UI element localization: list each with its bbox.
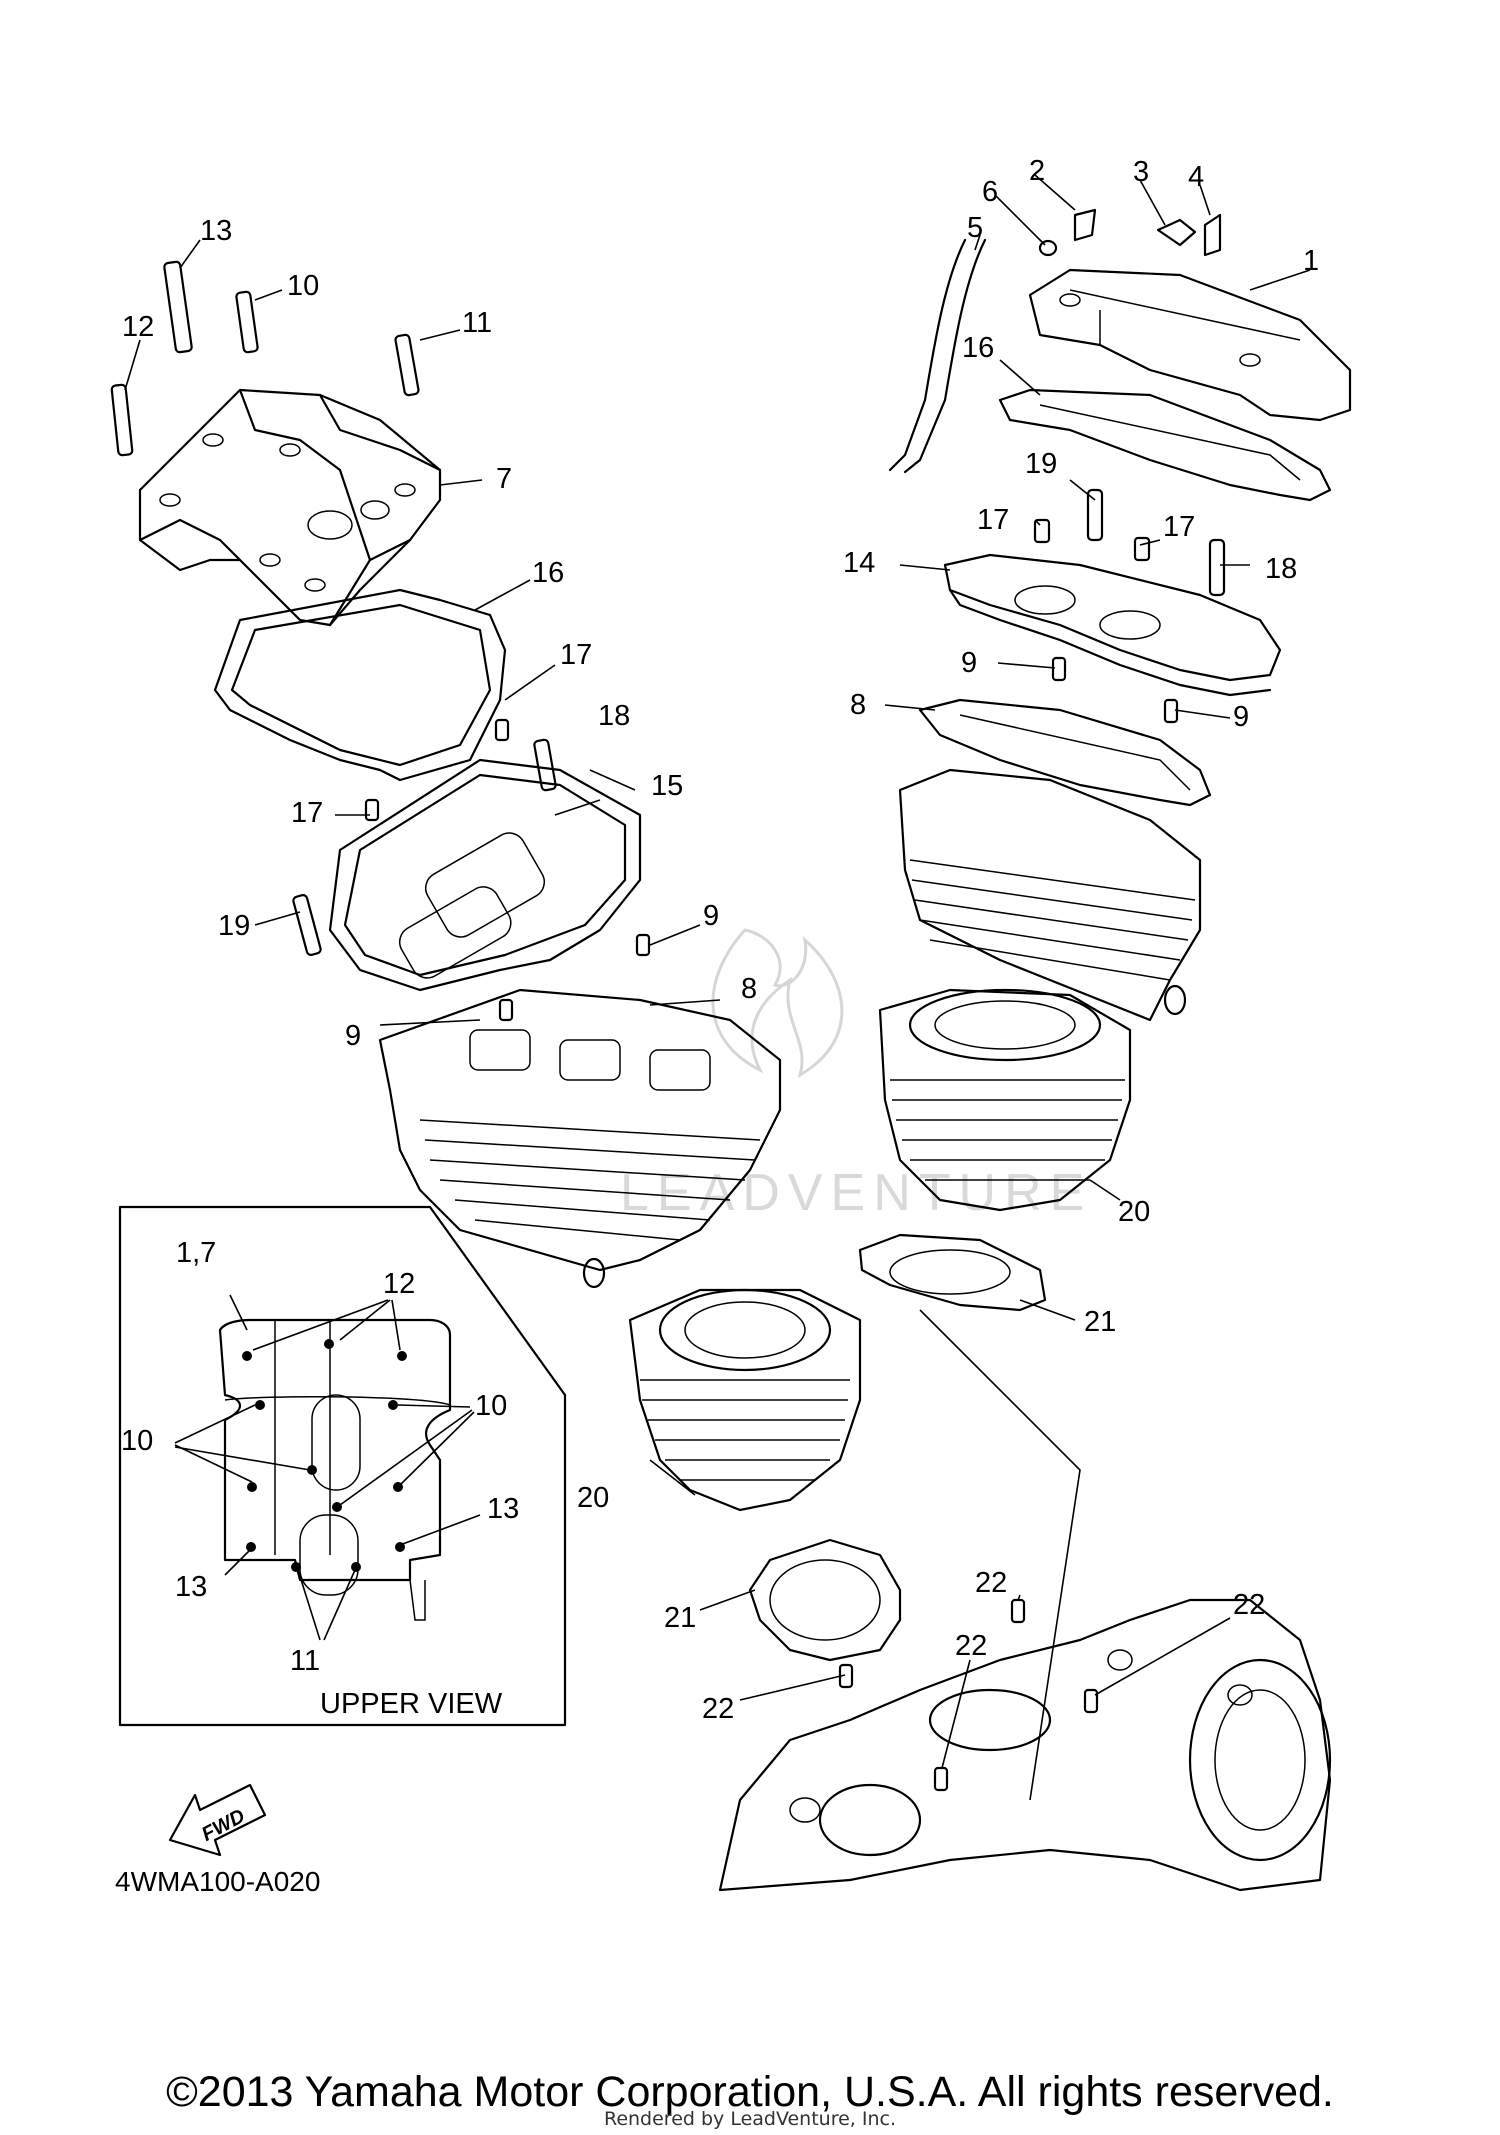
callout-19-left: 19: [218, 910, 250, 942]
inset-callout-11: 11: [290, 1645, 320, 1677]
right-cylinder: [878, 988, 1132, 1212]
callout-17-right-right: 17: [1163, 511, 1195, 543]
callout-22-left: 22: [702, 1693, 734, 1725]
callout-11: 11: [462, 307, 492, 339]
callout-21-right: 21: [1084, 1306, 1116, 1338]
callout-17-left-upper: 17: [560, 639, 592, 671]
callout-15: 15: [651, 770, 683, 802]
callout-13: 13: [200, 215, 232, 247]
callout-4: 4: [1188, 161, 1204, 193]
callout-16-left: 16: [532, 557, 564, 589]
callout-17-right-left: 17: [977, 504, 1009, 536]
callout-8-left: 8: [741, 973, 757, 1005]
callout-16-right: 16: [962, 332, 994, 364]
fwd-arrow-icon: FWD: [168, 1783, 267, 1857]
callout-22-middle: 22: [955, 1630, 987, 1662]
inset-callout-12: 12: [383, 1268, 415, 1300]
right-head-gasket-upper: [918, 698, 1212, 807]
callout-9-right-lower: 9: [1233, 701, 1249, 733]
callout-14: 14: [843, 547, 875, 579]
inset-callout-13-left: 13: [175, 1571, 207, 1603]
upper-view-inset: 1,7 12 10 10 13 13 11: [118, 1205, 567, 1727]
left-cylinder-head-cover: [138, 388, 442, 627]
callout-22-right: 22: [1233, 1589, 1265, 1621]
watermark-text: LEADVENTURE: [620, 1164, 1092, 1222]
callout-labels: 1 2 3 4 5 6 7 8 8 9 9 9 9 10 11 12 13 14…: [122, 155, 1319, 1725]
right-rocker-housing: [943, 553, 1282, 697]
callout-9-right-upper: 9: [961, 647, 977, 679]
callout-20-right: 20: [1118, 1196, 1150, 1228]
left-rocker-housing: [328, 758, 642, 992]
callout-19-right: 19: [1025, 448, 1057, 480]
leader-lines: [124, 174, 1311, 1801]
copyright-notice: ©2013 Yamaha Motor Corporation, U.S.A. A…: [166, 2068, 1334, 2116]
left-cover-gasket: [213, 588, 507, 782]
callout-9-left-upper: 9: [703, 900, 719, 932]
callout-6: 6: [982, 176, 998, 208]
left-cylinder-head: [378, 988, 782, 1289]
crankcase: [718, 1598, 1332, 1892]
left-cylinder: [628, 1288, 862, 1512]
right-cylinder-head-cover: [1028, 268, 1352, 422]
right-cylinder-head: [898, 768, 1202, 1022]
callout-2: 2: [1029, 155, 1045, 187]
callout-8-right: 8: [850, 689, 866, 721]
callout-18-left: 18: [598, 700, 630, 732]
bolts-and-dowels: [110, 208, 1226, 1792]
callout-3: 3: [1133, 156, 1149, 188]
callout-21-left: 21: [664, 1602, 696, 1634]
callout-5: 5: [967, 212, 983, 244]
watermark-logo: LEADVENTURE: [620, 928, 1092, 1222]
rendered-by-credit: Rendered by LeadVenture, Inc.: [603, 2108, 897, 2130]
callout-1: 1: [1303, 245, 1319, 277]
inset-callout-10-left: 10: [121, 1425, 153, 1457]
fwd-label: FWD: [198, 1805, 249, 1846]
inset-callout-13-right: 13: [487, 1493, 519, 1525]
callout-9-left-lower: 9: [345, 1020, 361, 1052]
upper-view-title: UPPER VIEW: [320, 1688, 503, 1720]
callout-20-left: 20: [577, 1482, 609, 1514]
diagram-part-code: 4WMA100-A020: [115, 1866, 321, 1897]
callout-22-upper: 22: [975, 1567, 1007, 1599]
callout-17-left-lower: 17: [291, 797, 323, 829]
inset-callout-10-right: 10: [475, 1390, 507, 1422]
right-head-gasket-lower: [858, 1233, 1047, 1312]
callout-10: 10: [287, 270, 319, 302]
callout-18-right: 18: [1265, 553, 1297, 585]
inset-callout-1-7: 1,7: [176, 1237, 216, 1269]
right-cover-gasket: [998, 388, 1332, 502]
callout-12: 12: [122, 311, 154, 343]
callout-7: 7: [496, 463, 512, 495]
left-head-gasket: [748, 1538, 902, 1662]
